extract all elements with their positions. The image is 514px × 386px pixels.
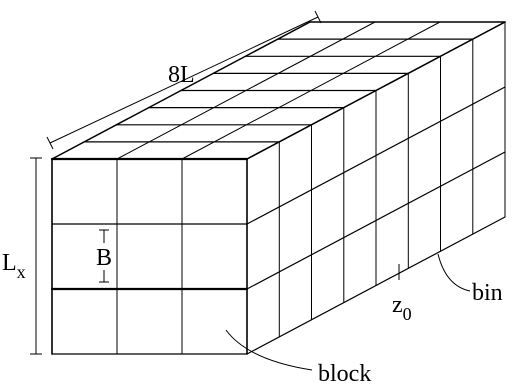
position-label: z0: [392, 292, 412, 324]
height-dimension: [30, 157, 42, 355]
height-label: Lx: [2, 250, 26, 282]
cuboid-grid: [50, 21, 506, 355]
bin-label: bin: [472, 280, 503, 306]
length-label: 8L: [168, 62, 195, 88]
block-label: block: [318, 361, 371, 386]
block-size-label: B: [96, 245, 112, 271]
block-size-dimension: [99, 229, 109, 283]
length-dimension: [46, 10, 322, 150]
bin-leader: [437, 253, 471, 292]
block-leader: [225, 329, 313, 371]
